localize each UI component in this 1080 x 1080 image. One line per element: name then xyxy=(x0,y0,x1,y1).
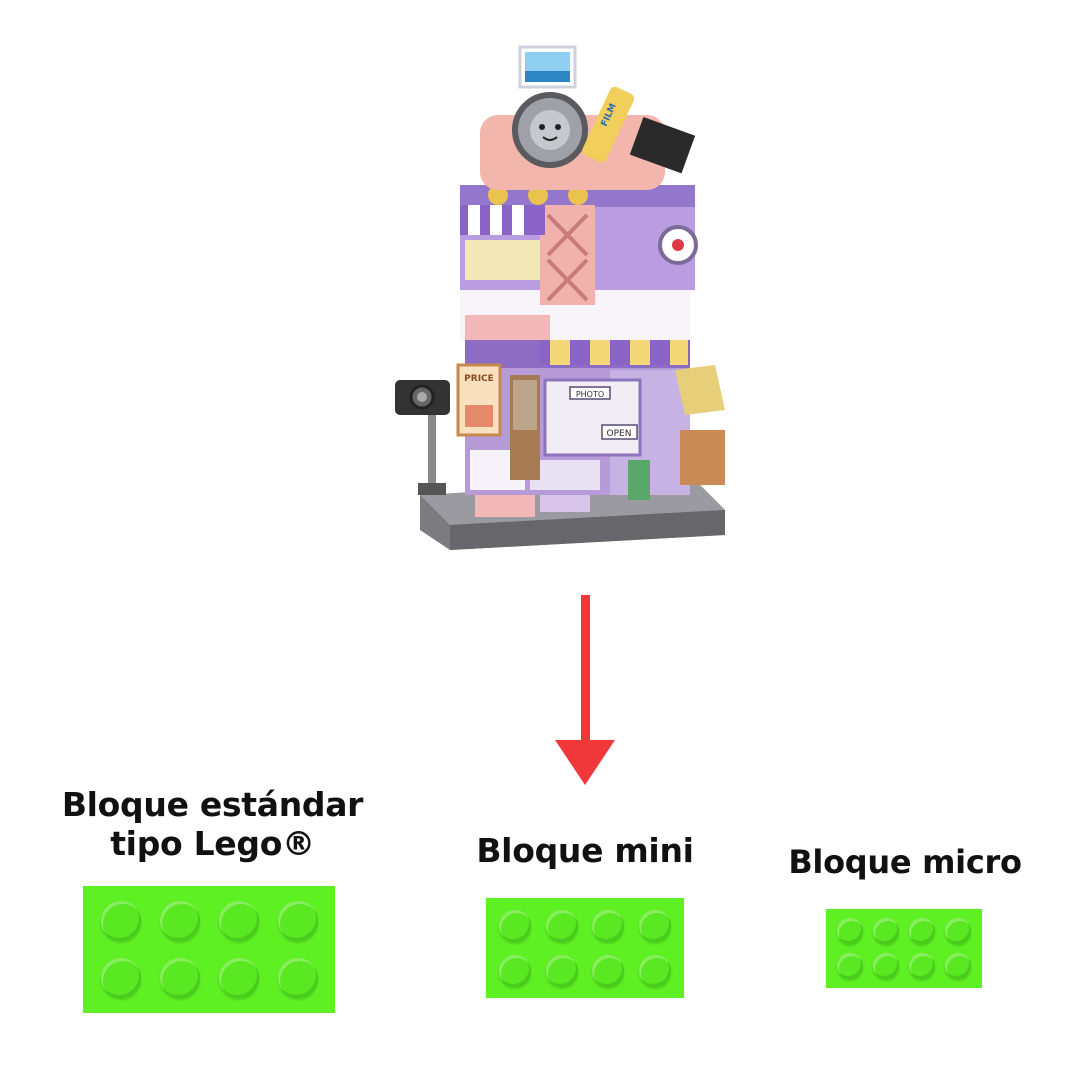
brick-stud xyxy=(837,917,863,944)
brick-stud xyxy=(945,953,971,980)
brick-stud xyxy=(545,954,578,987)
micro-brick xyxy=(826,909,982,988)
brick-stud xyxy=(218,900,259,941)
brick-stud xyxy=(638,909,671,942)
arrow-down-icon xyxy=(555,595,615,785)
brick-stud xyxy=(159,900,200,941)
brick-stud xyxy=(909,953,935,980)
brick-stud xyxy=(592,954,625,987)
micro-block-label: Bloque micro xyxy=(788,843,1022,881)
standard-block-label: Bloque estándar tipo Lego® xyxy=(40,785,385,863)
photo-sign-text: PHOTO xyxy=(576,390,604,399)
brick-stud xyxy=(277,958,318,999)
brick-stud xyxy=(277,900,318,941)
brick-stud xyxy=(159,958,200,999)
mini-brick xyxy=(486,898,684,998)
brick-stud xyxy=(218,958,259,999)
standard-block-label-line1: Bloque estándar xyxy=(61,785,364,824)
open-sign-text: OPEN xyxy=(607,429,632,439)
standard-brick xyxy=(83,886,335,1013)
brick-stud xyxy=(837,953,863,980)
brick-stud xyxy=(945,917,971,944)
brick-stud xyxy=(100,958,141,999)
brick-stud xyxy=(499,954,532,987)
brick-stud xyxy=(638,954,671,987)
brick-stud xyxy=(545,909,578,942)
brick-stud xyxy=(909,917,935,944)
price-sign-text: PRICE xyxy=(464,374,494,384)
brick-stud xyxy=(100,900,141,941)
brick-stud xyxy=(499,909,532,942)
brick-stud xyxy=(873,953,899,980)
brick-stud xyxy=(592,909,625,942)
standard-block-label-line2: tipo Lego® xyxy=(110,823,315,863)
brick-stud xyxy=(873,917,899,944)
product-photo-shop-icon: PHOTO OPEN PRICE xyxy=(395,45,725,550)
mini-block-label: Bloque mini xyxy=(476,831,694,870)
